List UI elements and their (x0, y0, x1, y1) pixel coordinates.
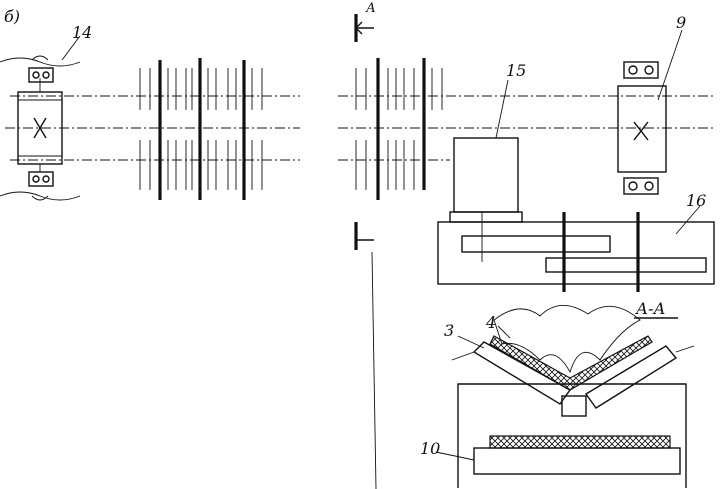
motor-15 (449, 79, 523, 223)
idler-sets-left (139, 58, 263, 200)
item-label-4: 4 (485, 313, 496, 332)
plan-view (0, 14, 715, 489)
return-idler-10 (435, 435, 681, 475)
conveyor-belt-4 (489, 335, 653, 391)
idler-sets-right (355, 58, 443, 200)
end-drum-14 (0, 35, 81, 201)
drive-drum-9 (617, 29, 683, 195)
section-a-a (435, 305, 695, 488)
view-label-b: б) (4, 7, 20, 26)
item-label-16: 16 (686, 191, 706, 210)
section-mark-a-label: А (365, 1, 376, 16)
item-label-14: 14 (72, 23, 92, 42)
item-label-9: 9 (676, 13, 686, 32)
item-label-10: 10 (420, 439, 440, 458)
section-title-a-a: А-А (635, 299, 666, 318)
section-mark-a (354, 14, 377, 489)
item-label-3: 3 (444, 321, 454, 340)
gearbox-16 (437, 205, 715, 292)
item-label-15: 15 (506, 61, 526, 80)
idler-roller-3 (451, 325, 695, 417)
